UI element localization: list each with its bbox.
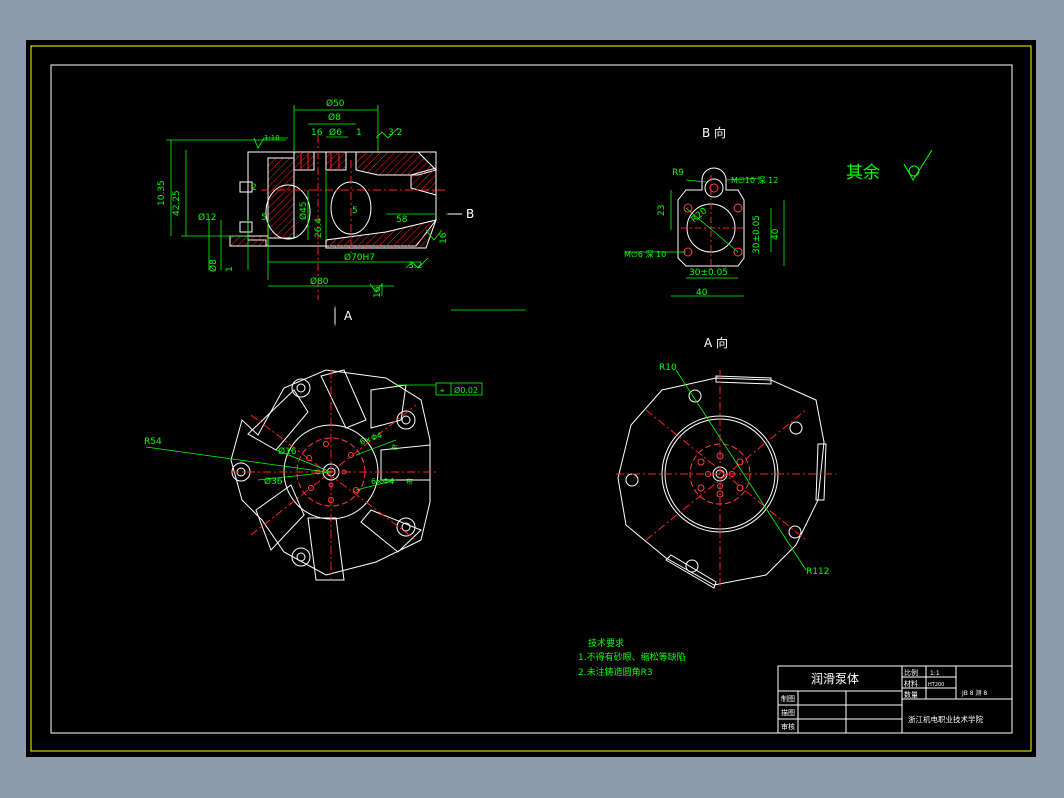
holes-note-2: 6×Φ4 — [371, 477, 394, 486]
holes-note-1b: 布 — [391, 443, 398, 452]
material-label: 材料 — [904, 679, 918, 688]
dim-40-x: 40 — [696, 288, 708, 298]
dim-58: 58 — [396, 215, 408, 225]
dim-d50: Ø50 — [326, 98, 345, 109]
section-view-markers: B A — [334, 207, 474, 324]
view-b — [677, 167, 746, 270]
dim-m10: M∅10 深 12 — [731, 176, 778, 185]
roughness-label: 其余 — [846, 163, 880, 183]
dim-1-b: 1 — [225, 266, 235, 272]
view-b-title: B 向 — [702, 125, 726, 140]
sheet-number: JB 8 测 8 — [961, 689, 987, 697]
dim-30-x: 30±0.05 — [689, 268, 728, 278]
title-block — [777, 665, 1013, 734]
roughness-3-2-bottom: 3.2 — [408, 261, 422, 271]
dim-d36: Ø36 — [264, 476, 283, 487]
dim-r9: R9 — [672, 168, 684, 178]
section-dimensions — [166, 105, 526, 326]
dim-d8-b: Ø8 — [208, 259, 219, 272]
section-labels: Ø50 Ø8 Ø6 16 1 3.2 1:10 10.35 42.25 Ø12 … — [157, 98, 449, 298]
dim-10-35: 10.35 — [157, 180, 167, 206]
outer-border — [30, 45, 1032, 752]
section-view — [229, 135, 446, 300]
roughness-3-2-top: 3.2 — [388, 128, 402, 138]
dim-r112: R112 — [806, 567, 829, 577]
title-block-text: 润滑泵体 比例 1:1 材料 HT200 数量 JB 8 测 8 制图 描图 审… — [781, 668, 987, 731]
dim-d80: Ø80 — [310, 276, 329, 287]
dim-r10: R10 — [659, 363, 677, 373]
dim-d6: Ø6 — [329, 127, 342, 138]
dim-d70h7: Ø70H7 — [344, 252, 375, 263]
dim-1: 1 — [356, 128, 362, 138]
dim-d12: Ø12 — [198, 212, 217, 223]
view-marker-a: A — [344, 309, 353, 323]
dim-d16: Ø16 — [278, 446, 297, 457]
slope-label: 1:10 — [264, 134, 280, 142]
dim-5-b: 5 — [352, 206, 358, 216]
dim-30-y: 30±0.05 — [752, 215, 762, 254]
dim-2: 2 — [251, 183, 257, 193]
technical-notes: 技术要求 1.不得有砂眼、缩松等缺陷 2.未注铸造圆角R3 — [578, 637, 686, 678]
note-1: 1.不得有砂眼、缩松等缺陷 — [578, 651, 686, 663]
inner-border — [50, 64, 1013, 734]
dim-d8: Ø8 — [328, 112, 341, 123]
view-a-dims — [675, 369, 807, 571]
roughness-note: 其余 — [846, 149, 933, 183]
roughness-circle — [908, 165, 920, 177]
view-a-title: A 向 — [704, 335, 728, 350]
view-a — [616, 370, 836, 590]
dim-5: 5 — [261, 213, 267, 223]
design-label: 描图 — [781, 708, 795, 717]
holes-note-1: 6×Φ4 — [359, 430, 384, 446]
dim-16: 16 — [311, 128, 323, 138]
dim-26-4: 26.4 — [314, 218, 324, 238]
dim-23: 23 — [657, 205, 667, 216]
dim-r20: R20 — [690, 206, 710, 225]
dim-16-c: 16 — [373, 286, 383, 298]
draw-label: 制图 — [781, 694, 795, 703]
dim-40-y: 40 — [771, 228, 781, 240]
notes-title: 技术要求 — [588, 637, 624, 649]
cad-drawing: Ø50 Ø8 Ø6 16 1 3.2 1:10 10.35 42.25 Ø12 … — [30, 45, 1032, 752]
scale-value: 1:1 — [930, 670, 940, 677]
school-name: 浙江机电职业技术学院 — [908, 714, 983, 724]
view-marker-b: B — [466, 207, 474, 221]
dim-42-25: 42.25 — [172, 190, 182, 216]
view-b-dims — [626, 177, 785, 297]
material-value: HT200 — [928, 682, 944, 688]
top-view-dims — [145, 382, 483, 491]
qty-label: 数量 — [904, 690, 918, 699]
dim-d45: Ø45 — [298, 201, 309, 220]
tolerance-symbol: ⌖ — [440, 386, 445, 395]
drawing-sheet: Ø50 Ø8 Ø6 16 1 3.2 1:10 10.35 42.25 Ø12 … — [26, 40, 1036, 757]
view-a-labels: R10 R112 — [659, 363, 829, 577]
dim-r54: R54 — [144, 437, 162, 447]
dim-16-b: 16 — [439, 232, 449, 244]
holes-note-2b: 布 — [406, 477, 413, 486]
part-name: 润滑泵体 — [811, 672, 859, 686]
note-2: 2.未注铸造圆角R3 — [578, 666, 653, 678]
tolerance-value: Ø0.02 — [454, 385, 478, 395]
top-view — [230, 369, 436, 581]
scale-label: 比例 — [904, 668, 918, 677]
dim-m6: M∅6 深 10 — [624, 250, 666, 259]
roughness-symbol — [903, 149, 933, 181]
check-label: 审核 — [781, 722, 795, 731]
